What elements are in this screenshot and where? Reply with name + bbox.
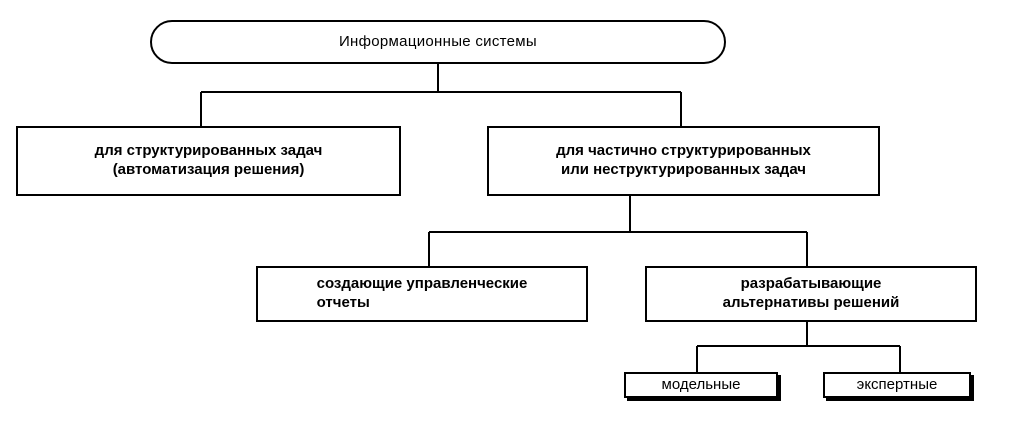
root-node-label: Информационные системы [338, 32, 538, 50]
node-reports-line2: отчеты [316, 294, 370, 311]
node-partial-line1: для частично структурированных [556, 142, 811, 160]
node-expert: экспертные [823, 372, 971, 398]
node-model-based: модельные [624, 372, 778, 398]
node-partial-line2: или неструктурированных задач [560, 161, 807, 178]
node-alternatives-line2: альтернативы решений [722, 294, 900, 311]
node-structured-tasks: для структурированных задач (автоматизац… [16, 126, 401, 196]
node-decision-alternatives: разрабатывающие альтернативы решений [645, 266, 977, 322]
node-partially-structured-tasks: для частично структурированных или нестр… [487, 126, 880, 196]
node-expert-label: экспертные [856, 375, 938, 393]
node-structured-line2: (автоматизация решения) [112, 161, 305, 178]
root-node-information-systems: Информационные системы [150, 20, 726, 64]
node-management-reports: создающие управленческие отчеты [256, 266, 588, 322]
node-reports-line1: создающие управленческие [316, 275, 528, 293]
node-alternatives-line1: разрабатывающие [740, 275, 882, 293]
node-model-label: модельные [661, 375, 741, 393]
node-structured-line1: для структурированных задач [94, 142, 323, 160]
